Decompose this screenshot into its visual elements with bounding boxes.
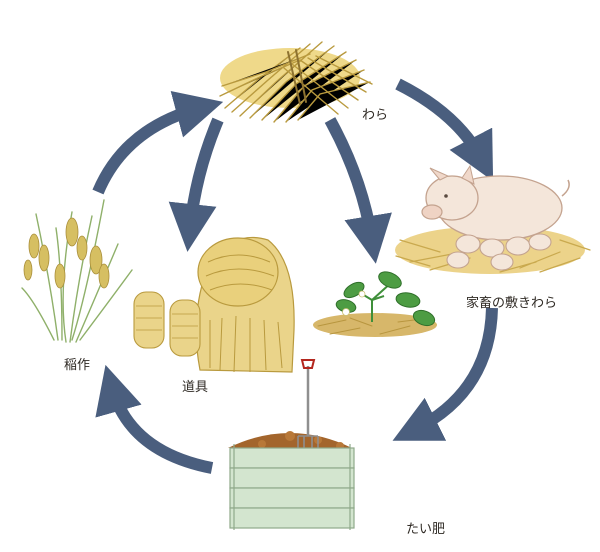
label-rice-farming: 稲作: [64, 358, 91, 373]
label-livestock-bedding: 家畜の敷きわら: [466, 296, 558, 311]
arrow-compost-to-rice: [95, 364, 214, 474]
arrow-livestock-to-compost: [392, 307, 498, 441]
arrow-straw-to-tools: [168, 117, 224, 252]
livestock-bedding-illustration: [395, 164, 591, 274]
arrow-straw-to-livestock: [395, 78, 494, 182]
arrow-rice-to-straw: [92, 91, 224, 195]
rice-plant-illustration: [21, 199, 133, 343]
label-straw: わら: [362, 108, 389, 123]
label-compost: たい肥: [406, 522, 446, 537]
compost-box-illustration: [228, 359, 355, 530]
straw-bundle-illustration: [219, 41, 373, 123]
cycle-arrows: [92, 78, 498, 474]
arrow-straw-to-plant: [324, 117, 392, 264]
strawberry-plant-illustration: [313, 271, 437, 337]
label-tools: 道具: [182, 380, 209, 395]
straw-tools-illustration: [133, 236, 295, 373]
